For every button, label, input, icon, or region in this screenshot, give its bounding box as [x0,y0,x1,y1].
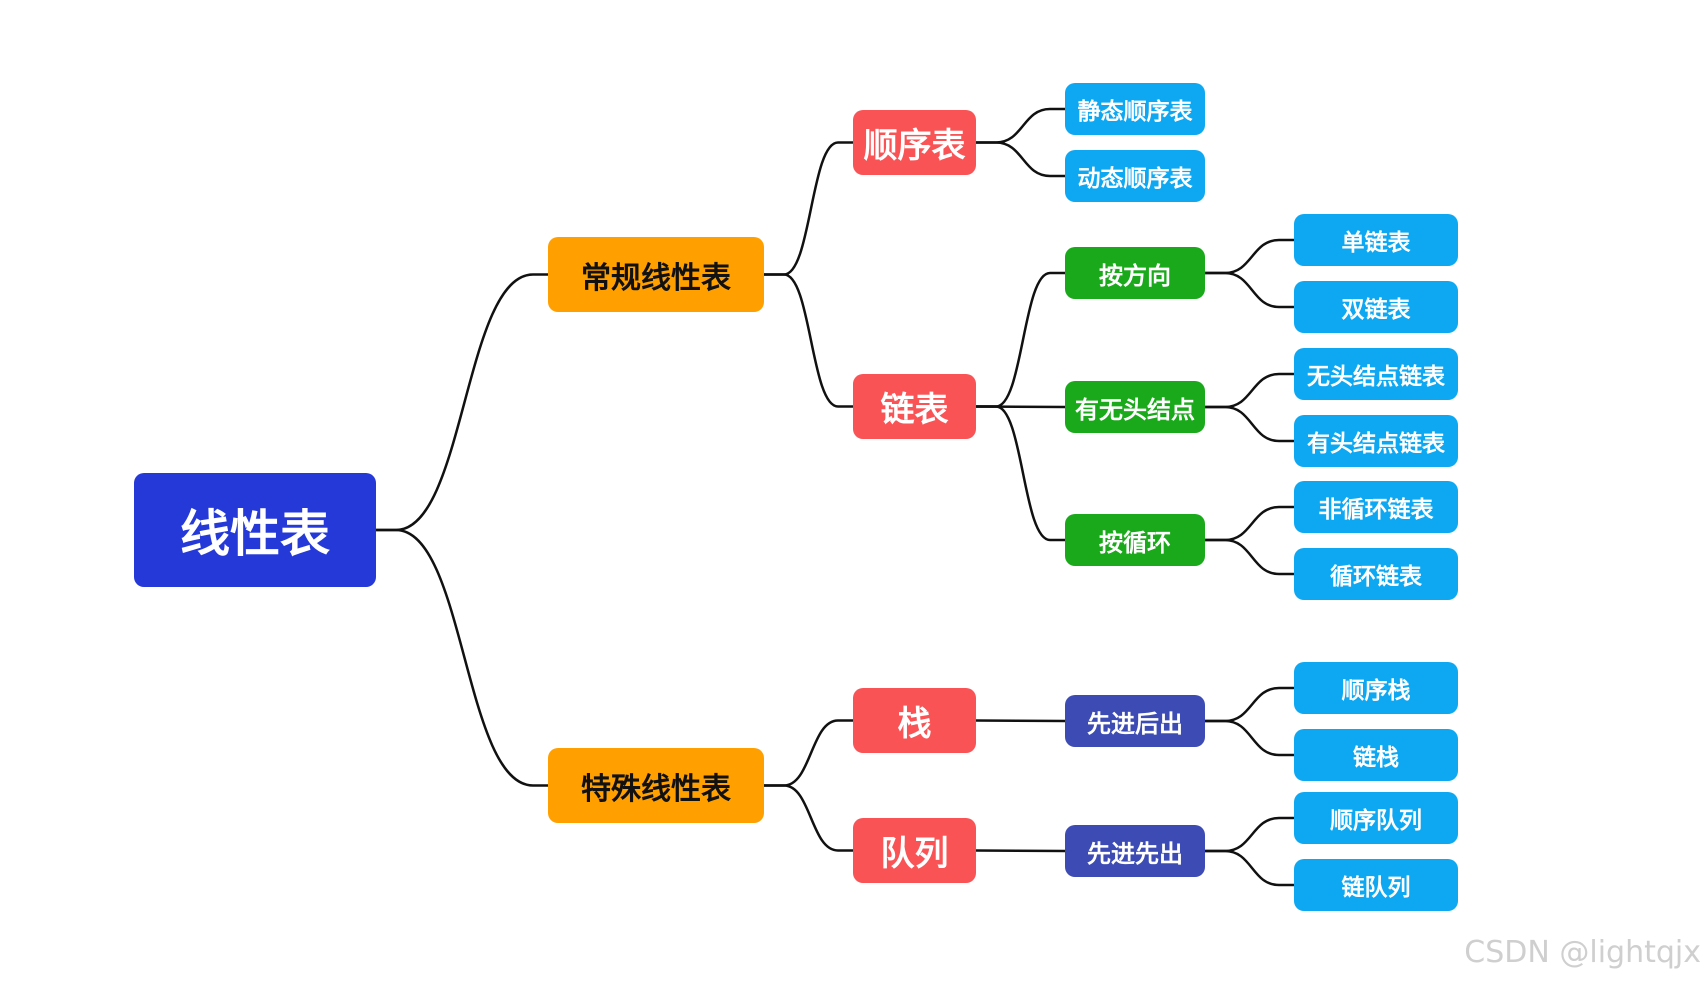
category-node-linked-list: 链表 [853,374,976,439]
connector-line [764,141,853,276]
connector-line [975,849,1066,853]
connector-line [764,273,853,408]
connector-line [1205,719,1294,757]
branch-node-special: 特殊线性表 [548,748,764,823]
connector-line [1205,238,1294,275]
connector-line [976,271,1065,408]
connector-line [1205,405,1294,443]
leaf-node-sequential-stack: 顺序栈 [1294,662,1458,714]
category-node-sequential-list: 顺序表 [853,110,976,175]
leaf-node-linked-queue: 链队列 [1294,859,1458,911]
leaf-node-singly-linked-list: 单链表 [1294,214,1458,266]
connector-line [1205,505,1294,542]
group-node-head-node: 有无头结点 [1065,381,1205,433]
connector-line [376,273,548,532]
connector-line [764,719,853,787]
root-node: 线性表 [134,473,376,587]
branch-node-regular: 常规线性表 [548,237,764,312]
category-node-queue: 队列 [853,818,976,883]
leaf-node-headed-linked-list: 有头结点链表 [1294,415,1458,467]
connector-line [764,784,853,852]
group-node-by-direction: 按方向 [1065,247,1205,299]
connector-line [376,528,548,787]
leaf-node-sequential-queue: 顺序队列 [1294,792,1458,844]
group-node-fifo: 先进先出 [1065,825,1205,877]
connector-line [1205,816,1294,853]
group-node-lifo: 先进后出 [1065,695,1205,747]
connector-line [976,405,1065,542]
leaf-node-static-sequential-list: 静态顺序表 [1065,83,1205,135]
group-node-by-cycle: 按循环 [1065,514,1205,566]
connector-line [1205,686,1294,723]
category-node-stack: 栈 [853,688,976,753]
connector-line [975,719,1066,723]
connector-line [1205,372,1294,409]
watermark-text: CSDN @lightqjx [1464,935,1701,970]
connector-line [1205,538,1294,576]
leaf-node-non-circular-linked-list: 非循环链表 [1294,481,1458,533]
leaf-node-doubly-linked-list: 双链表 [1294,281,1458,333]
connector-line [976,107,1065,144]
leaf-node-circular-linked-list: 循环链表 [1294,548,1458,600]
connector-line [1205,849,1294,887]
connector-line [976,141,1065,178]
leaf-node-linked-stack: 链栈 [1294,729,1458,781]
leaf-node-dynamic-sequential-list: 动态顺序表 [1065,150,1205,202]
leaf-node-headless-linked-list: 无头结点链表 [1294,348,1458,400]
connector-line [1205,271,1294,309]
